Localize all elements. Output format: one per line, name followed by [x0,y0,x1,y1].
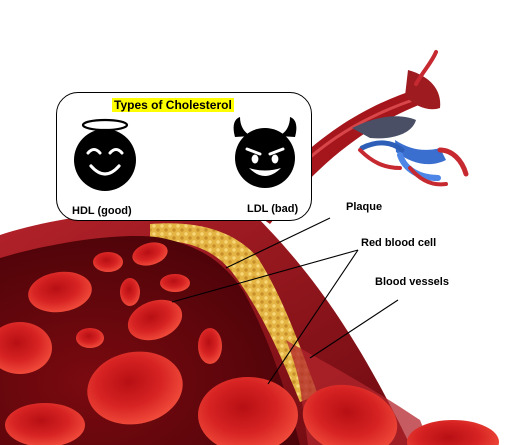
capillary-branches [358,50,469,187]
red-blood-cell-leader-line-2 [267,249,359,385]
red-blood-cell-leader-line-1 [171,249,359,303]
cholesterol-box-title: Types of Cholesterol [112,98,234,112]
red-blood-cell [407,420,499,445]
red-blood-cell [5,403,85,445]
red-blood-cell [198,328,222,364]
hdl-label: HDL (good) [72,205,132,217]
plaque-leader-line [225,217,331,269]
red-blood-cell [132,242,168,266]
red-blood-cell-label: Red blood cell [361,237,437,249]
red-blood-cell [87,351,183,425]
red-blood-cell [28,271,92,313]
smiling-devil-face-icon [225,117,305,189]
red-blood-cell [198,377,298,445]
red-blood-cell [302,384,398,445]
red-blood-cell [127,299,183,341]
red-blood-cell [120,278,140,306]
callout-lines [171,217,399,385]
red-blood-cell [76,328,104,348]
cholesterol-types-box: Types of Cholesterol HDL (good) LDL (bad… [56,92,312,221]
blood-vessels-leader-line [309,299,399,359]
smiling-face-with-halo-icon [65,114,145,192]
plaque-label: Plaque [346,201,383,213]
red-blood-cells [0,242,499,445]
red-blood-cell [160,274,190,292]
red-blood-cell [0,322,52,374]
blood-vessels-label: Blood vessels [375,276,449,288]
red-blood-cell [93,252,123,272]
ldl-label: LDL (bad) [247,203,299,215]
